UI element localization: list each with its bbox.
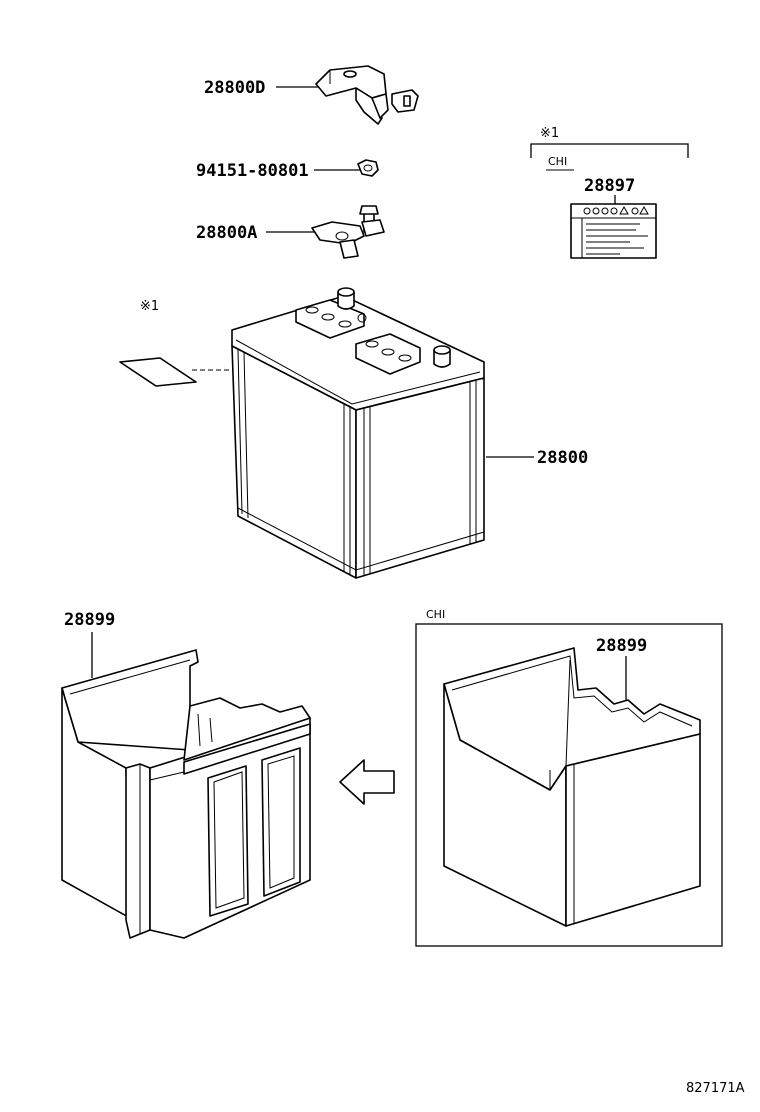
chi-tray-box: [415, 623, 723, 947]
nut-part-number: 94151-80801: [196, 161, 309, 181]
battery-part-number: 28800: [537, 448, 588, 468]
caution-label-sticker: [570, 203, 657, 259]
tray-right-part-number: 28899: [596, 636, 647, 656]
caution-label-sheet: [119, 357, 197, 387]
direction-arrow: [339, 759, 395, 805]
chi-label-top: CHI: [548, 155, 567, 168]
ref-bracket: [530, 143, 689, 158]
cover-part-number: 28800D: [204, 78, 265, 98]
terminal-clamp-part: [311, 205, 385, 259]
ref-mark-left: ※1: [140, 299, 159, 314]
battery-tray-right: [443, 647, 701, 927]
battery-part: [231, 287, 485, 579]
terminal-cover-part: [315, 65, 419, 125]
ref-mark-top: ※1: [540, 126, 559, 141]
diagram-id: 827171A: [686, 1081, 745, 1096]
nut-part: [357, 159, 379, 177]
battery-tray-left: [61, 649, 311, 939]
chi-label-tray: CHI: [426, 608, 445, 621]
caution-label-part-number: 28897: [584, 176, 635, 196]
clamp-part-number: 28800A: [196, 223, 257, 243]
tray-left-part-number: 28899: [64, 610, 115, 630]
